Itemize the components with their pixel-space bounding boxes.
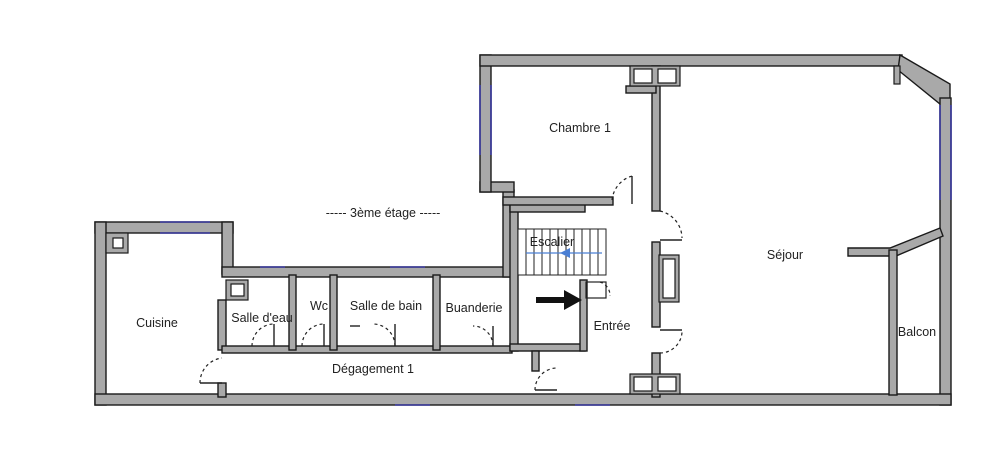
room-label-balcon: Balcon <box>898 325 936 339</box>
duct-bottom-inner-b <box>657 376 677 392</box>
duct-entree-inner <box>662 258 676 299</box>
duct-top-inner-b <box>657 68 677 84</box>
floor-label: ----- 3ème étage ----- <box>326 206 441 220</box>
interior-walls <box>217 65 944 398</box>
outer-walls <box>94 53 952 406</box>
door-salle-bain <box>372 323 396 347</box>
wall-bain-buanderie <box>432 274 441 351</box>
wall-degagement-stub <box>531 350 540 372</box>
wall-services-bottom <box>221 345 513 354</box>
duct-corner <box>893 65 901 85</box>
wall-cuisine-left <box>94 221 107 406</box>
wall-cuisine-right-upper <box>221 221 234 275</box>
entrance-arrow-icon <box>536 290 582 310</box>
wall-top-right-angle <box>897 53 951 105</box>
stair-direction-arrow-icon <box>560 248 570 258</box>
room-label-chambre: Chambre 1 <box>549 121 611 135</box>
staircase <box>517 228 607 276</box>
door-salle-eau <box>251 323 275 347</box>
wall-right <box>939 97 952 406</box>
door-degagement <box>534 367 558 391</box>
wall-services-top <box>221 266 515 278</box>
room-label-degagement: Dégagement 1 <box>332 362 414 376</box>
duct-cuisine-inner <box>112 237 124 249</box>
door-sejour-lower <box>659 329 683 354</box>
door-entree-frame <box>585 281 607 299</box>
room-label-cuisine: Cuisine <box>136 316 178 330</box>
door-chambre <box>611 175 633 201</box>
room-label-wc: Wc <box>310 299 328 313</box>
room-label-entree: Entrée <box>594 319 631 333</box>
door-entree <box>599 281 611 297</box>
wall-stair-right <box>579 279 588 352</box>
wall-wc-bain <box>329 274 338 351</box>
wall-stair-bottom <box>509 343 586 352</box>
door-wc <box>301 323 325 347</box>
duct-bottom-inner-a <box>633 376 653 392</box>
wall-chambre-bottom <box>502 196 614 206</box>
wall-chambre-nib <box>625 85 657 94</box>
labels: ----- 3ème étage ----- Chambre 1 Séjour … <box>136 121 936 376</box>
room-label-buanderie: Buanderie <box>446 301 503 315</box>
wall-chambre-left <box>479 54 492 193</box>
wall-stair-left <box>509 203 519 352</box>
wall-balcon-left <box>888 249 898 396</box>
wall-top <box>479 54 903 67</box>
wall-bottom <box>94 393 952 406</box>
ducts <box>105 65 901 395</box>
wall-eau-wc <box>288 274 297 351</box>
windows <box>160 85 952 406</box>
room-label-salle-bain: Salle de bain <box>350 299 422 313</box>
room-label-escalier: Escalier <box>530 235 574 249</box>
room-label-salle-eau: Salle d'eau <box>231 311 293 325</box>
door-buanderie <box>472 325 494 347</box>
room-label-sejour: Séjour <box>767 248 803 262</box>
duct-top-inner-a <box>633 68 653 84</box>
wall-cuisine-right-stub <box>217 382 227 398</box>
door-sejour-upper <box>659 210 683 239</box>
duct-salle-eau-inner <box>230 283 245 297</box>
doors <box>199 175 683 391</box>
door-cuisine <box>199 357 223 384</box>
wall-cuisine-right-lower <box>217 299 227 351</box>
wall-balcon-top <box>847 227 944 257</box>
wall-cuisine-top <box>94 221 234 234</box>
